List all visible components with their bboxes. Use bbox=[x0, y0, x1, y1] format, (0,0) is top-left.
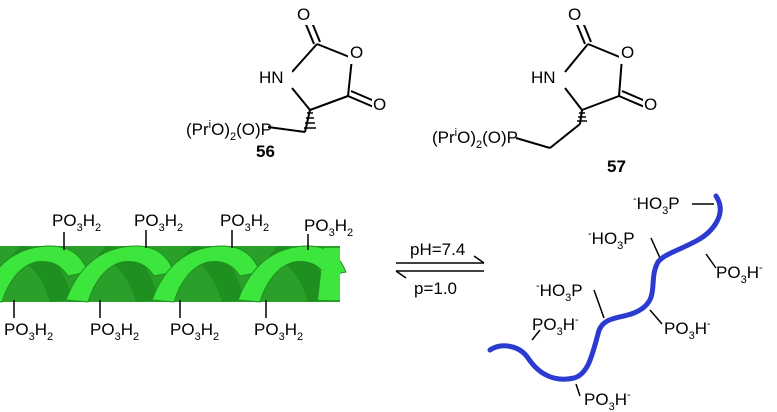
reverse-condition-label: p=1.0 bbox=[414, 279, 457, 298]
structure-56-oxygen-ring: O bbox=[350, 43, 363, 62]
helix-group-4: PO3H2 bbox=[304, 216, 353, 239]
coil-group-2: -HO3P bbox=[588, 228, 635, 252]
structure-56-hash-bond bbox=[304, 112, 316, 129]
helix-group-8: PO3H2 bbox=[254, 320, 303, 343]
coil-group-1: -HO3P bbox=[633, 193, 680, 217]
forward-condition-label: pH=7.4 bbox=[410, 240, 465, 259]
structure-56-substituent: (PriO)2(O)P bbox=[186, 119, 272, 143]
helix-group-1: PO3H2 bbox=[52, 211, 101, 234]
helix-group-6: PO3H2 bbox=[90, 320, 139, 343]
helix-group-2: PO3H2 bbox=[134, 211, 183, 234]
structure-56 bbox=[291, 19, 380, 133]
coil-group-7: PO3H- bbox=[584, 389, 631, 412]
helix-end bbox=[318, 248, 340, 300]
helix-front-strand bbox=[237, 245, 347, 303]
compound-number-56: 56 bbox=[256, 142, 275, 161]
structure-57-hash-bond bbox=[577, 112, 587, 122]
coil-group-3: PO3H- bbox=[716, 262, 763, 286]
helix-group-7: PO3H2 bbox=[170, 320, 219, 343]
random-coil-chain bbox=[487, 193, 723, 382]
structure-56-nh-label: HN bbox=[259, 68, 284, 87]
coil-group-6: PO3H- bbox=[532, 314, 579, 338]
coil-stems bbox=[531, 203, 717, 397]
helix-group-3: PO3H2 bbox=[220, 211, 269, 234]
structure-56-oxygen-top: O bbox=[297, 5, 310, 24]
alpha-helix-ribbon bbox=[0, 245, 347, 303]
structure-57-oxygen-right: O bbox=[644, 95, 657, 114]
equilibrium-arrows bbox=[395, 255, 485, 279]
compound-number-57: 57 bbox=[607, 157, 626, 176]
structure-56-p-bond bbox=[267, 126, 306, 133]
helix-group-5: PO3H2 bbox=[4, 320, 53, 343]
helix-stems bbox=[13, 230, 309, 318]
structure-57-substituent: (PriO)2(O)P bbox=[432, 127, 518, 151]
structure-57-nh-label: HN bbox=[531, 68, 556, 87]
coil-group-5: PO3H- bbox=[664, 318, 711, 342]
structure-57-oxygen-ring: O bbox=[621, 43, 634, 62]
structure-57-oxygen-top: O bbox=[568, 5, 581, 24]
structure-56-oxygen-right: O bbox=[373, 95, 386, 114]
coil-group-4: -HO3P bbox=[536, 280, 583, 304]
